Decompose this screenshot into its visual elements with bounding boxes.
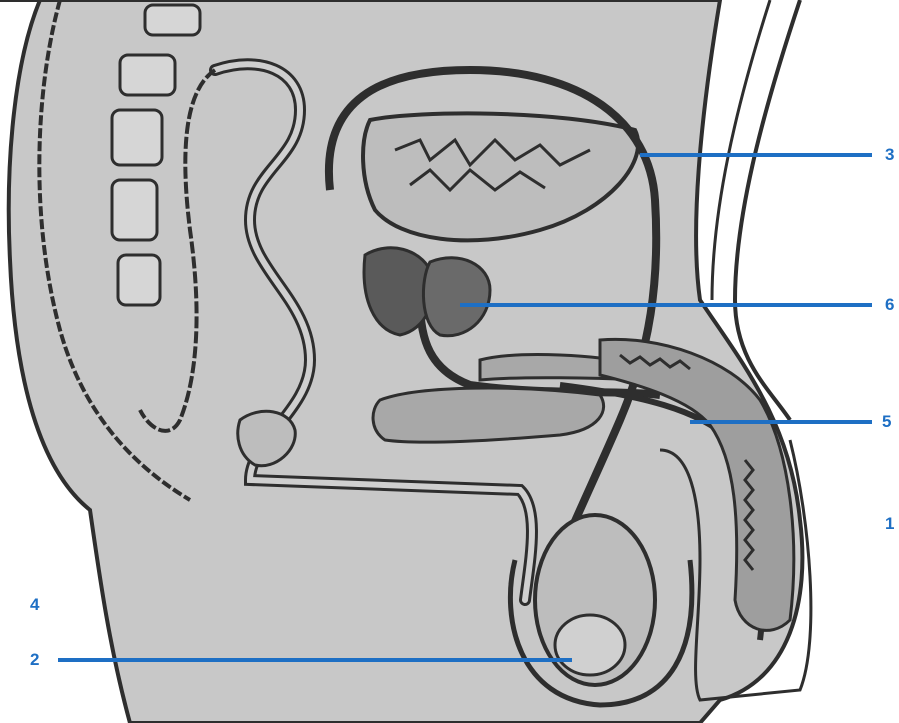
label-4: 4 xyxy=(30,596,39,613)
label-3: 3 xyxy=(885,146,894,163)
label-6: 6 xyxy=(885,296,894,313)
label-5: 5 xyxy=(882,413,891,430)
epididymis xyxy=(555,615,625,675)
label-1: 1 xyxy=(885,515,894,532)
pubic-bone xyxy=(373,388,604,442)
abdominal-wall-inner xyxy=(712,0,770,300)
abdominal-wall xyxy=(735,0,800,420)
label-2: 2 xyxy=(30,651,39,668)
